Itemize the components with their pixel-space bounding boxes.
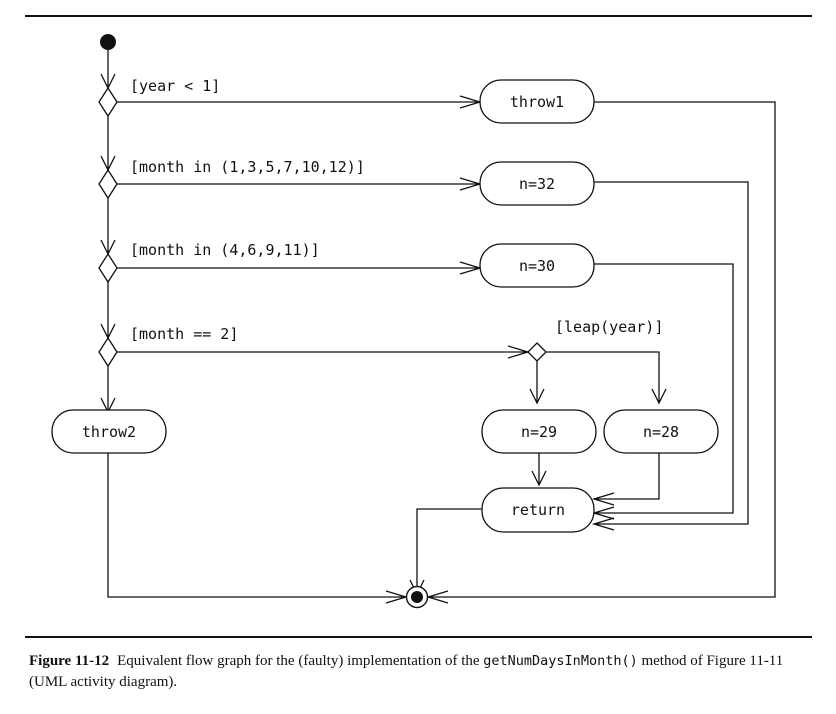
action-n28-label: n=28 xyxy=(643,423,679,441)
action-n28 xyxy=(603,409,719,454)
action-n30 xyxy=(479,243,595,288)
action-throw1-label: throw1 xyxy=(510,93,564,111)
caption-method-name: getNumDaysInMonth() xyxy=(483,653,638,669)
guard-month-31: [month in (1,3,5,7,10,12)] xyxy=(130,158,365,176)
action-n29-label: n=29 xyxy=(521,423,557,441)
figure-caption: Figure 11-12 Equivalent flow graph for th… xyxy=(29,651,809,693)
decision-month-30 xyxy=(98,252,118,284)
action-throw1 xyxy=(479,79,595,124)
guard-month-eq-2: [month == 2] xyxy=(130,325,238,343)
guard-month-30: [month in (4,6,9,11)] xyxy=(130,241,320,259)
action-throw2 xyxy=(51,409,167,454)
decision-year xyxy=(98,86,118,118)
decision-leap-year xyxy=(527,342,547,362)
action-n29 xyxy=(481,409,597,454)
initial-node xyxy=(100,34,116,50)
action-throw2-label: throw2 xyxy=(82,423,136,441)
action-n32-label: n=32 xyxy=(519,175,555,193)
guard-year-lt-1: [year < 1] xyxy=(130,77,220,95)
action-n30-label: n=30 xyxy=(519,257,555,275)
action-return-label: return xyxy=(511,501,565,519)
activity-diagram: [year < 1] [month in (1,3,5,7,10,12)] [m… xyxy=(25,15,812,638)
guard-leap-year: [leap(year)] xyxy=(555,318,663,336)
decision-month-31 xyxy=(98,168,118,200)
decision-month-2 xyxy=(98,336,118,368)
figure-number: Figure 11-12 xyxy=(29,653,110,669)
final-node-core xyxy=(411,591,423,603)
caption-text-after: method of Figure 11-11 (UML activity dia… xyxy=(29,653,784,690)
caption-text-before: Equivalent flow graph for the (faulty) i… xyxy=(117,653,484,669)
action-return xyxy=(481,487,595,533)
action-n32 xyxy=(479,161,595,206)
